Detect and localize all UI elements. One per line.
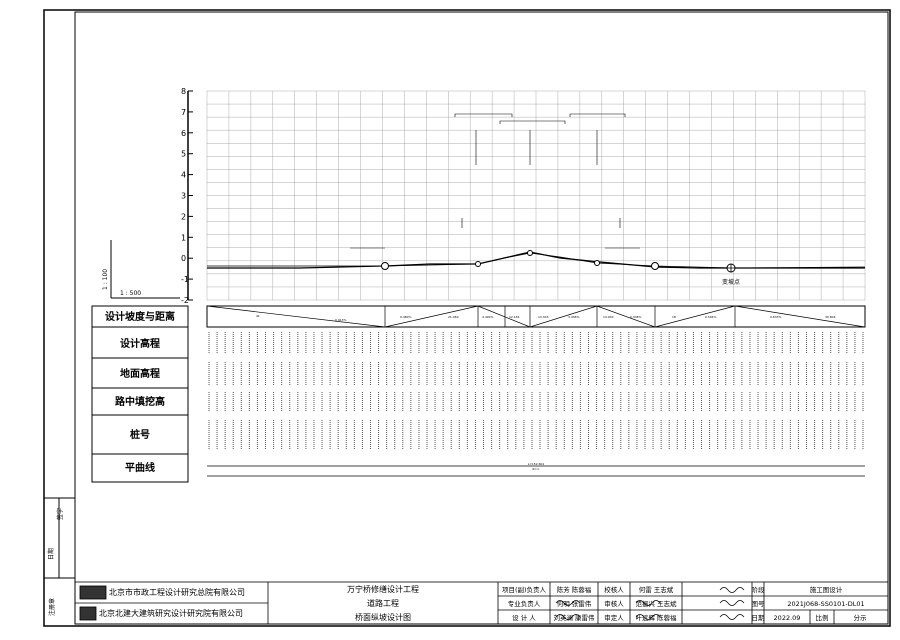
grade-seg-len: 18 [672,315,676,319]
y-tick-label: 2 [181,212,186,221]
role-reviewer: 审核人 [604,599,624,608]
role-project-lead: 项目(副)负责人 [502,585,547,594]
vertical-curve-point [475,261,481,267]
row-label-plan: 平曲线 [125,461,155,474]
y-tick-label: 3 [181,192,186,201]
name-reviewer: 范振兴 王志斌 [635,599,677,608]
ground-elevation-values [208,362,864,385]
y-tick-label: 0 [181,254,186,263]
y-tick-label: 4 [181,171,186,180]
y-tick-label: 8 [181,87,186,96]
benchmark-label: 变坡点 [722,278,740,286]
grade-seg-len: 21.469 [448,315,459,319]
name-designer: 刘英澜 康雷伟 [553,613,595,622]
stamp-label: 注册章 [48,598,56,616]
plan-curve-length: L=152.601 [528,462,545,466]
grade-seg-len: 4.400% [482,315,494,319]
plan-curve-radius: R=∞ [532,467,540,471]
role-discipline-lead: 专业负责人 [508,599,541,608]
y-axis-ticks: 8 7 6 5 4 3 2 1 0 -1 -2 [181,87,193,305]
grade-seg-slope: 0.338% [630,315,642,319]
grade-seg-len: 13.303 [538,315,549,319]
project-name: 万宁桥修缮设计工程 [347,584,419,594]
row-label-design: 设计高程 [120,337,160,350]
grade-seg-len: 12.181 [509,315,520,319]
vertical-curve-point [527,250,533,256]
grade-seg-len: 14.000 [603,315,614,319]
name-checker: 何雷 王志斌 [639,585,674,594]
name-approver: 叶远辉 陈蓉福 [635,613,677,622]
company-name-2: 北京北建大建筑研究设计研究院有限公司 [99,608,243,618]
y-tick-label: -1 [181,275,189,284]
signatures [555,587,745,620]
date-label: 日期 [47,548,55,560]
role-approver: 审定人 [604,613,624,622]
row-label-ground: 地面高程 [120,367,160,380]
vertical-curve-point [651,262,659,270]
drawing-name: 桥面纵坡设计图 [355,612,411,622]
grade-seg-slope: 0.480% [400,315,412,319]
name-discipline-lead: 何明 张雷伟 [557,599,592,608]
y-tick-label: 6 [181,129,186,138]
y-tick-label: 5 [181,150,186,159]
role-designer: 设 计 人 [512,613,536,622]
info-value-date: 2022.09 [774,614,801,622]
vertical-curve-point [381,262,389,270]
design-line [207,252,866,269]
scale-label: 比例 [816,613,829,622]
grade-seg-slope: 0.013% [335,318,347,322]
grade-seg-len: 30.804 [825,315,836,319]
benchmark-cross [727,264,735,272]
row-label-grade: 设计坡度与距离 [105,310,175,323]
info-label-date: 日期 [752,614,766,622]
vertical-curve-point [594,260,600,266]
y-tick-label: -2 [181,296,189,305]
company-name-1: 北京市市政工程设计研究总院有限公司 [109,587,245,597]
grade-row [206,305,866,328]
scale-vertical: 1 : 100 [102,269,109,290]
title-block [74,581,889,625]
outer-frame [43,9,891,627]
info-label-stage: 阶段 [752,585,766,594]
fill-height-values [208,392,864,412]
grade-seg-len: 41 [256,314,260,318]
row-label-fill: 路中填挖高 [115,395,165,408]
y-tick-label: 7 [181,108,186,117]
station-values [208,420,864,450]
info-label-number: 图号 [752,600,766,608]
row-label-station: 桩号 [130,428,150,441]
curve-annotations [350,113,640,249]
name-project-lead: 陈芳 陈蓉福 [557,585,592,594]
profile-grid [206,90,866,301]
scale-value: 分示 [854,613,868,622]
grade-seg-slope: 3.436% [568,315,580,319]
grade-seg-slope: 0.504% [705,315,717,319]
role-checker: 校核人 [604,585,624,594]
subproject-name: 道路工程 [367,598,399,608]
sign-label: 签字 [56,508,64,520]
row-label-box [91,305,189,483]
y-tick-label: 1 [181,233,186,242]
grade-segment-lines [206,305,866,328]
grade-seg-slope: 0.633% [770,315,782,319]
info-value-number: 2021J068-SS0101-DL01 [787,600,864,608]
design-elevation-values [208,332,864,354]
info-value-stage: 施工图设计 [810,585,843,594]
scale-horizontal: 1 : 500 [120,290,141,297]
